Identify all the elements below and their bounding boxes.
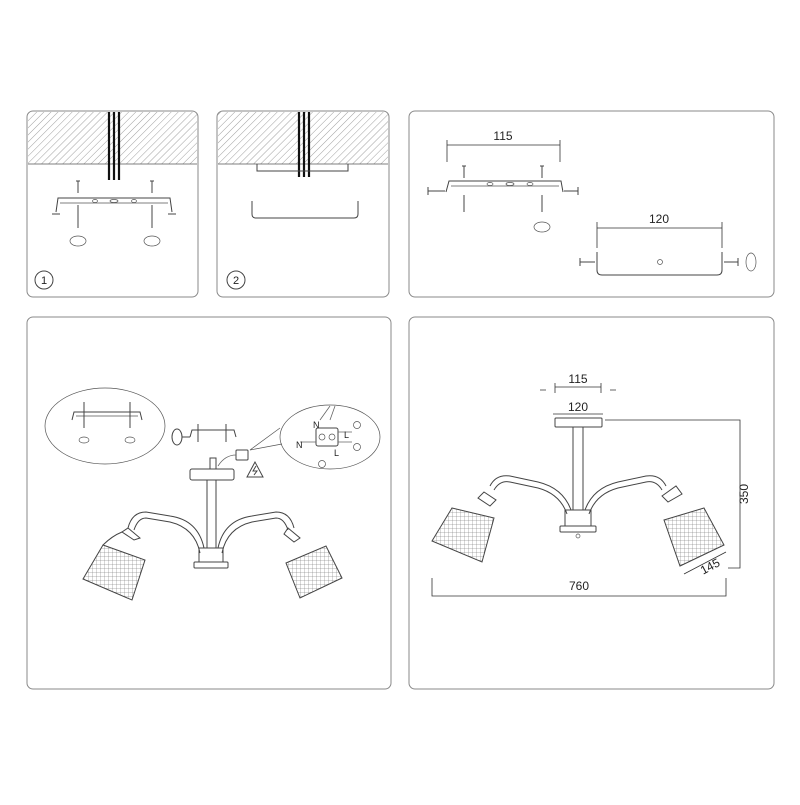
panel-step-1: 1 bbox=[26, 110, 199, 298]
canopy-cover bbox=[251, 201, 359, 219]
lamp-stem bbox=[572, 427, 584, 510]
overall-width-label: 760 bbox=[569, 579, 589, 593]
panel-overall-dimensions: 115 120 bbox=[408, 316, 775, 690]
step-number: 2 bbox=[233, 275, 239, 287]
mounted-bracket bbox=[256, 164, 349, 172]
canopy-cover bbox=[579, 252, 757, 276]
canopy-width-label: 120 bbox=[568, 400, 588, 414]
wiring-detail-callout: N N L L bbox=[249, 404, 381, 470]
overall-height-label: 350 bbox=[737, 484, 751, 504]
live-wire-label: L bbox=[344, 430, 349, 440]
height-dimension: 350 bbox=[605, 419, 751, 569]
screw-icon bbox=[462, 165, 544, 212]
step-number: 1 bbox=[41, 275, 47, 287]
step-number-badge bbox=[226, 270, 246, 290]
lamp-arm-left bbox=[127, 511, 205, 554]
lamp-shade-right bbox=[661, 485, 725, 567]
screw-icon bbox=[77, 205, 153, 228]
neutral-wire-label: N bbox=[296, 440, 303, 450]
lamp-shade-left bbox=[431, 491, 497, 563]
canopy-dimension: 120 bbox=[596, 212, 723, 248]
ceiling-hatch bbox=[28, 112, 197, 164]
lamp-stem bbox=[206, 480, 217, 548]
electric-warning-icon bbox=[246, 460, 264, 478]
step-number-badge bbox=[34, 270, 54, 290]
mounting-bracket bbox=[52, 197, 176, 215]
panel-parts-dimensions: 115 120 bbox=[408, 110, 775, 298]
bracket-width-label: 115 bbox=[493, 129, 512, 143]
terminal-block-icon bbox=[217, 449, 249, 467]
lamp-shade-right bbox=[283, 527, 343, 599]
bracket-width-label: 115 bbox=[568, 372, 587, 386]
panel-step-2: 2 bbox=[216, 110, 390, 298]
live-wire-label: L bbox=[334, 448, 339, 458]
lamp-shade-left bbox=[82, 527, 146, 601]
screw-icon bbox=[76, 180, 154, 193]
mounting-bracket bbox=[427, 180, 579, 195]
mains-cables bbox=[107, 112, 121, 180]
wall-plug-icon bbox=[69, 235, 161, 247]
lamp-arm-left bbox=[489, 475, 572, 515]
lamp-canopy bbox=[554, 417, 603, 428]
bracket-detail-callout bbox=[44, 387, 166, 465]
lamp-arm-right bbox=[217, 511, 295, 554]
mains-cables bbox=[297, 112, 311, 177]
canopy-width-label: 120 bbox=[649, 212, 669, 226]
canopy-dimension: 120 bbox=[553, 400, 603, 415]
bracket-small bbox=[189, 424, 237, 442]
neutral-wire-label: N bbox=[313, 420, 320, 430]
wall-plug-icon bbox=[533, 221, 551, 233]
shade-size-label: 145 bbox=[698, 555, 723, 577]
rotate-arrow-icon bbox=[171, 428, 190, 446]
bracket-dimension: 115 bbox=[540, 372, 616, 393]
lamp-canopy bbox=[189, 457, 235, 481]
lamp-body bbox=[559, 509, 597, 539]
lamp-body bbox=[193, 547, 229, 569]
width-dimension: 760 bbox=[431, 578, 727, 597]
bracket-dimension: 115 bbox=[446, 129, 561, 162]
lamp-arm-right bbox=[584, 475, 667, 515]
panel-wiring: N N L L bbox=[26, 316, 392, 690]
